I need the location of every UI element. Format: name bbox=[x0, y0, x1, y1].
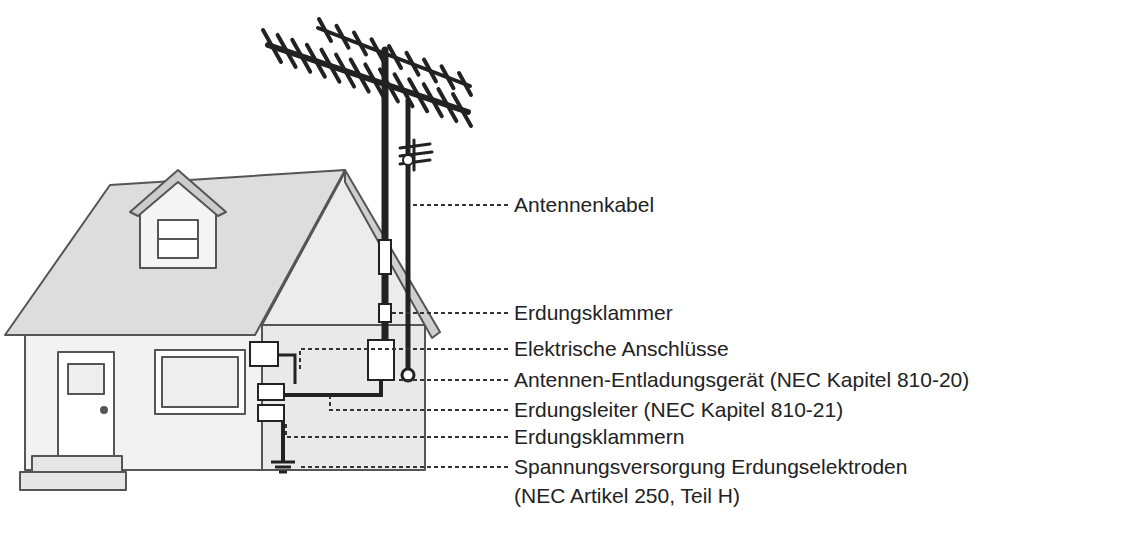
gable-wall bbox=[262, 325, 425, 470]
crossbar bbox=[337, 26, 349, 48]
callout-label: Elektrische Anschlüsse bbox=[512, 334, 731, 363]
door bbox=[58, 352, 114, 456]
small-element bbox=[400, 140, 432, 170]
callout-label: Erdungsleiter (NEC Kapitel 810-21) bbox=[512, 395, 845, 424]
crossbar bbox=[424, 60, 436, 82]
discharge-unit bbox=[368, 340, 394, 380]
steps bbox=[32, 456, 122, 472]
ground-symbol bbox=[271, 461, 295, 464]
electric-box bbox=[250, 342, 278, 366]
crossbar bbox=[319, 19, 331, 41]
callout-label: Erdungsklammer bbox=[512, 298, 675, 327]
window bbox=[155, 350, 245, 414]
crossbar bbox=[354, 33, 366, 55]
leader-lines bbox=[286, 205, 508, 467]
roof bbox=[5, 170, 345, 335]
crossbar bbox=[459, 73, 471, 95]
callout-label: Erdungsklammern bbox=[512, 422, 686, 451]
antenna-cable bbox=[406, 100, 411, 375]
house bbox=[5, 170, 440, 490]
crossbar bbox=[389, 46, 401, 68]
ground-rod-lead bbox=[281, 421, 285, 462]
crossbar bbox=[407, 53, 419, 75]
antenna-boom bbox=[268, 45, 468, 112]
antenna bbox=[263, 19, 471, 381]
grounding bbox=[250, 340, 394, 472]
clamp-box bbox=[258, 384, 284, 400]
mast-clamp bbox=[379, 240, 391, 274]
callout-label: Antennen-Entladungsgerät (NEC Kapitel 81… bbox=[512, 365, 971, 394]
clamp-box bbox=[258, 405, 284, 421]
crossbar bbox=[442, 66, 454, 88]
crossbar bbox=[453, 94, 471, 126]
dormer-window bbox=[158, 220, 198, 258]
ground-conductor bbox=[284, 380, 381, 395]
side-wall bbox=[25, 325, 262, 470]
dormer-roof bbox=[130, 170, 226, 216]
grounding-clamp bbox=[379, 304, 391, 322]
dormer bbox=[140, 175, 216, 268]
crossbar bbox=[372, 39, 384, 61]
callout-label: Antennenkabel bbox=[512, 190, 656, 219]
callout-label: Spannungsversorgung Erdungselektroden (N… bbox=[512, 452, 936, 510]
